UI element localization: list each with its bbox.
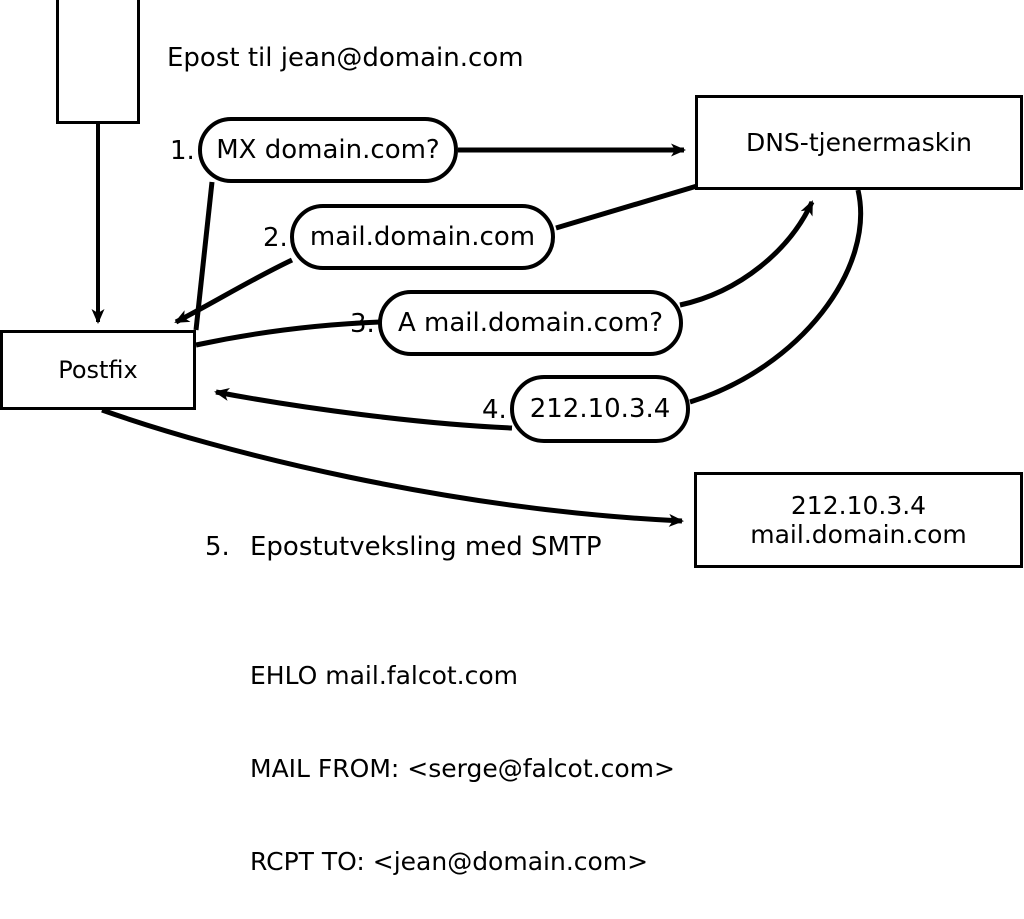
step-3-label: A mail.domain.com?	[398, 308, 663, 338]
step-3-number: 3.	[350, 309, 375, 339]
step-4-number: 4.	[482, 395, 507, 425]
mail-server-ip: 212.10.3.4	[790, 490, 927, 520]
postfix-label: Postfix	[58, 355, 138, 384]
step-3-pill: A mail.domain.com?	[378, 290, 683, 356]
step-2-number: 2.	[263, 223, 288, 253]
step-4-pill: 212.10.3.4	[510, 375, 690, 443]
mail-server-hostname: mail.domain.com	[750, 520, 967, 549]
step-4-label: 212.10.3.4	[529, 394, 671, 424]
smtp-transcript: EHLO mail.falcot.com MAIL FROM: <serge@f…	[250, 598, 675, 919]
edge-pill4-to-postfix	[214, 388, 513, 431]
step-2-pill: mail.domain.com	[290, 204, 555, 270]
edge-dns-to-pill2	[555, 183, 698, 231]
step-5-label: Epostutveksling med SMTP	[250, 532, 602, 562]
dns-server-label: DNS-tjenermaskin	[745, 127, 972, 157]
step-1-pill: MX domain.com?	[198, 117, 458, 183]
transcript-line: EHLO mail.falcot.com	[250, 661, 519, 690]
transcript-line: MAIL FROM: <serge@falcot.com>	[250, 754, 675, 783]
edge-postfix-to-pill1	[193, 181, 215, 331]
dns-server-box: DNS-tjenermaskin	[695, 95, 1023, 190]
client-box	[56, 0, 140, 124]
postfix-box: Postfix	[0, 330, 196, 410]
step-5-number: 5.	[205, 532, 230, 562]
edge-pill3-to-dns	[679, 200, 815, 308]
step-2-label: mail.domain.com	[309, 222, 536, 252]
mail-server-box: 212.10.3.4 mail.domain.com	[694, 472, 1023, 568]
edge-dns-to-pill4	[689, 189, 864, 405]
email-target-note: Epost til jean@domain.com	[167, 43, 524, 73]
edge-pill2-to-postfix	[174, 257, 294, 325]
step-1-label: MX domain.com?	[216, 135, 440, 165]
transcript-line: RCPT TO: <jean@domain.com>	[250, 847, 649, 876]
step-1-number: 1.	[170, 136, 195, 166]
